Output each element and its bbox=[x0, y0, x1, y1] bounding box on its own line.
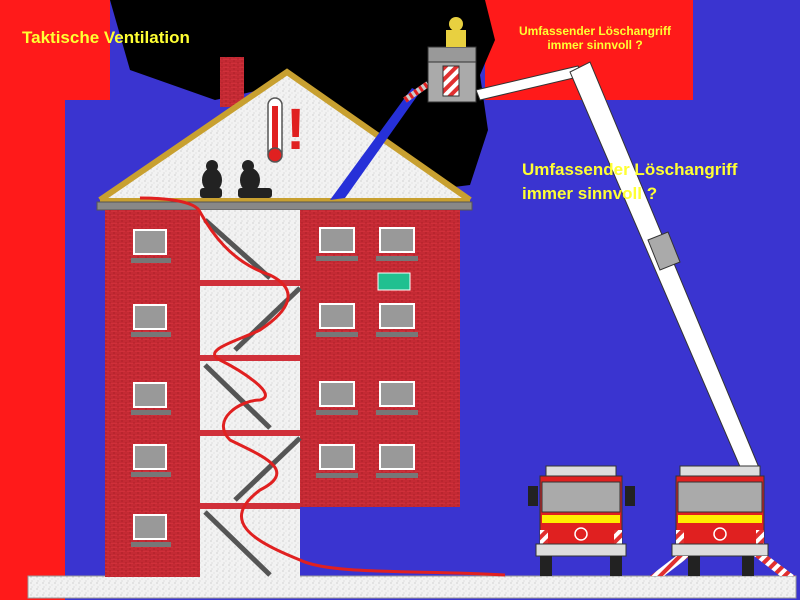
slide-title: Taktische Ventilation bbox=[22, 28, 190, 47]
callout-small: Umfassender Löschangriff immer sinnvoll … bbox=[518, 24, 672, 52]
exit-sign bbox=[377, 272, 411, 291]
hose-line bbox=[139, 196, 506, 577]
thermometer bbox=[267, 97, 283, 163]
fire-truck-2 bbox=[650, 465, 795, 576]
firefighters bbox=[200, 160, 272, 198]
fire-truck-1 bbox=[528, 465, 635, 576]
ground bbox=[27, 575, 797, 599]
water-jet bbox=[330, 88, 420, 200]
ladder-boom bbox=[475, 61, 761, 477]
chimney bbox=[220, 57, 244, 107]
callout-large: Umfassender Löschangriff immer sinnvoll … bbox=[522, 160, 738, 203]
warning-exclamation: ! bbox=[286, 97, 306, 162]
aerial-basket bbox=[427, 17, 477, 103]
windows bbox=[131, 227, 418, 547]
